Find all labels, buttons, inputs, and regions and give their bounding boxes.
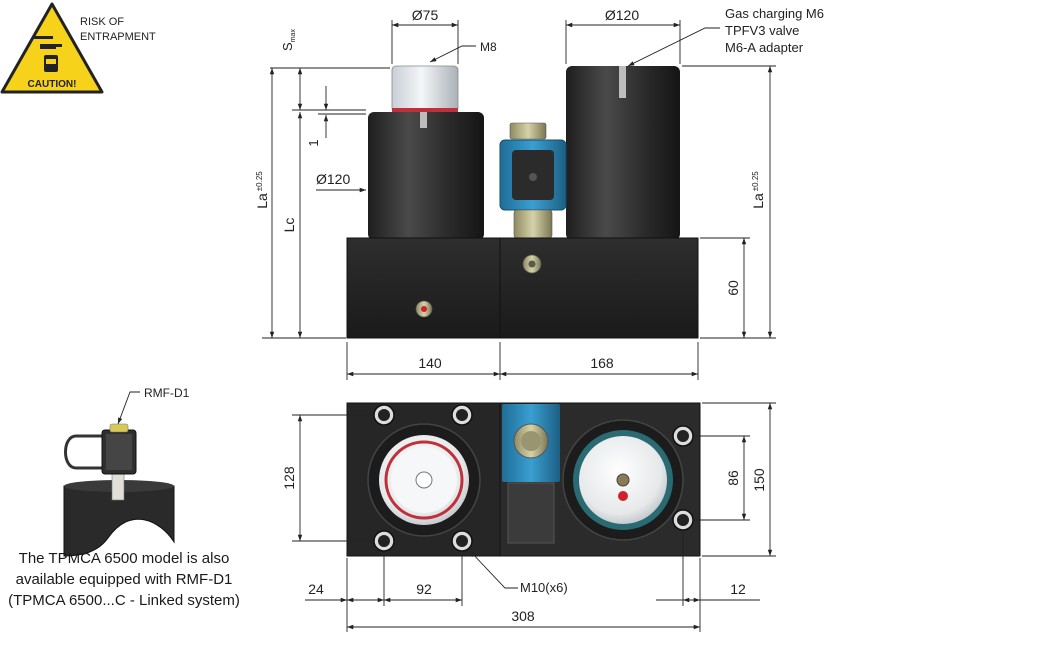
la-left-tolerance: ±0.25	[255, 171, 264, 192]
dim-24: 24	[308, 581, 324, 597]
dim-1: 1	[306, 139, 321, 146]
left-cylinder-body	[368, 112, 484, 240]
dim-la-left: La±0.25	[254, 171, 270, 209]
warning-line-1: RISK OF	[80, 16, 124, 28]
bolt-hole	[451, 404, 473, 426]
warning-line-2: ENTRAPMENT	[80, 31, 156, 43]
front-view	[346, 65, 699, 339]
dim-lc: Lc	[281, 218, 297, 233]
rmf-cable-loop	[64, 434, 104, 470]
left-piston-rod	[391, 65, 459, 113]
dim-dia-75: Ø75	[412, 7, 439, 23]
warning-sign: CAUTION!	[0, 2, 104, 94]
bolt-hole	[373, 530, 395, 552]
gas-charging-line-1: Gas charging M6	[725, 6, 824, 21]
entrapment-bar-icon	[33, 36, 53, 39]
gas-charging-valve	[499, 122, 567, 239]
caption-line-1: The TPMCA 6500 model is also	[18, 550, 230, 567]
bolt-hole	[672, 425, 694, 447]
dim-150: 150	[751, 468, 767, 492]
la-left-label: La	[254, 193, 270, 209]
dim-la-right: La±0.25	[750, 171, 766, 209]
front-view-dimensions: Ø75 Ø120 M8 Gas charging M6 TPFV3 valve …	[254, 6, 824, 380]
right-cylinder-body	[566, 66, 680, 240]
dim-308: 308	[511, 608, 535, 624]
dim-12: 12	[730, 581, 746, 597]
dim-140: 140	[418, 355, 442, 371]
bolt-hole	[451, 530, 473, 552]
la-right-tolerance: ±0.25	[751, 171, 760, 192]
dim-92: 92	[416, 581, 432, 597]
rmf-cylinder-body	[63, 485, 175, 557]
thread-m8-label: M8	[480, 40, 497, 54]
dim-s-max: Smax	[280, 29, 297, 51]
la-right-label: La	[750, 193, 766, 209]
rmf-connector-cap	[109, 423, 129, 433]
top-view-dimensions: 128 86 150 24 92 12 308 M10(x6)	[281, 402, 776, 632]
gas-charging-line-3: M6-A adapter	[725, 40, 804, 55]
top-view	[346, 402, 701, 557]
dim-128: 128	[281, 466, 297, 490]
bolt-hole	[373, 404, 395, 426]
caption-line-2: available equipped with RMF-D1	[15, 571, 233, 588]
bolt-holes	[373, 404, 694, 552]
dim-dia-120-right: Ø120	[605, 7, 639, 23]
accessory-caption: The TPMCA 6500 model is also available e…	[4, 548, 244, 611]
caution-text: CAUTION!	[28, 79, 77, 90]
rmf-d1-label: RMF-D1	[144, 386, 190, 400]
caption-line-3: (TPMCA 6500...C - Linked system)	[8, 592, 240, 609]
dim-168: 168	[590, 355, 614, 371]
dim-86: 86	[725, 470, 741, 486]
hand-icon	[40, 44, 62, 49]
right-base-block	[499, 237, 699, 339]
s-max-subscript: max	[290, 29, 297, 43]
dim-dia-120-left: Ø120	[316, 171, 350, 187]
left-base-block	[346, 237, 501, 339]
rmf-d1-illustration	[63, 391, 175, 557]
gas-charging-line-2: TPFV3 valve	[725, 23, 799, 38]
dim-60: 60	[725, 280, 741, 296]
bolt-hole	[672, 509, 694, 531]
bolts-m10-label: M10(x6)	[520, 580, 568, 595]
s-max-letter: S	[280, 42, 295, 51]
